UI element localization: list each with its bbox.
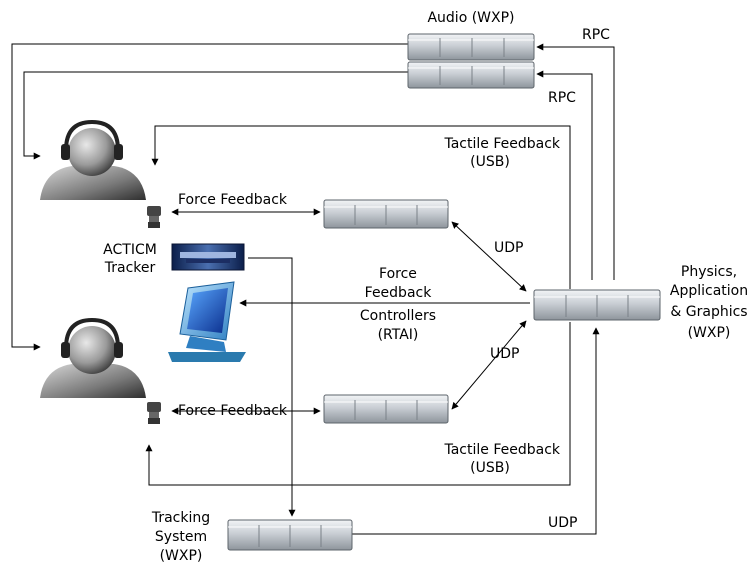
connection-lines [11, 43, 615, 535]
udp-link-top [451, 221, 527, 292]
tracker-label-line2: Tracker [104, 260, 156, 276]
udp-label-top: UDP [494, 240, 524, 256]
rpc-link-lower [536, 70, 593, 280]
physics-server [533, 289, 661, 321]
audio-to-user-1 [23, 71, 408, 160]
tracking-label-line1: Tracking [151, 510, 211, 526]
udp-label-tracking: UDP [548, 515, 578, 531]
tracker-label-line1: ACTICM [103, 242, 157, 258]
tracking-server [227, 519, 353, 551]
force-label-bottom: Force Feedback [178, 403, 287, 419]
haptic-device-top-icon [147, 206, 161, 228]
tracker-device-icon [171, 243, 245, 271]
force-label-top: Force Feedback [178, 192, 287, 208]
center-label-line4: (RTAI) [377, 327, 419, 343]
tactile-label-bottom: Tactile Feedback [444, 442, 560, 458]
audio-server [407, 33, 535, 89]
center-label-line3: Controllers [359, 308, 437, 324]
rpc-link-upper [536, 43, 615, 280]
tracking-label-line2: System [154, 529, 208, 545]
haptic-server-top [323, 199, 449, 229]
audio-server-unit-2 [407, 61, 535, 89]
monitor-icon [168, 281, 246, 362]
tactile-protocol-bottom: (USB) [470, 460, 510, 476]
tactile-link-top [151, 125, 571, 289]
tactile-link-bottom [145, 322, 571, 486]
tactile-protocol-top: (USB) [470, 154, 510, 170]
rpc-label-lower: RPC [548, 90, 576, 106]
haptic-server-bottom [323, 394, 449, 424]
udp-link-bottom [451, 320, 527, 410]
center-label-line1: Force [379, 266, 417, 282]
tactile-label-top: Tactile Feedback [444, 136, 560, 152]
physics-label-line3: & Graphics [670, 304, 748, 320]
udp-label-bottom: UDP [490, 346, 520, 362]
center-label-line2: Feedback [364, 285, 432, 301]
rpc-label-upper: RPC [582, 27, 610, 43]
user-avatar-top [40, 119, 146, 200]
physics-label-line2: Application [669, 283, 749, 299]
tracking-udp-link [352, 327, 600, 535]
user-avatar-bottom [40, 317, 146, 398]
haptic-device-bottom-icon [147, 402, 161, 424]
audio-server-label: Audio (WXP) [427, 10, 515, 26]
physics-label-line4: (WXP) [687, 325, 731, 341]
tracker-link [248, 257, 296, 517]
audio-to-user-2 [11, 43, 408, 351]
audio-server-unit-1 [407, 33, 535, 61]
physics-label-line1: Physics, [680, 264, 738, 280]
tracking-label-line3: (WXP) [159, 548, 203, 564]
